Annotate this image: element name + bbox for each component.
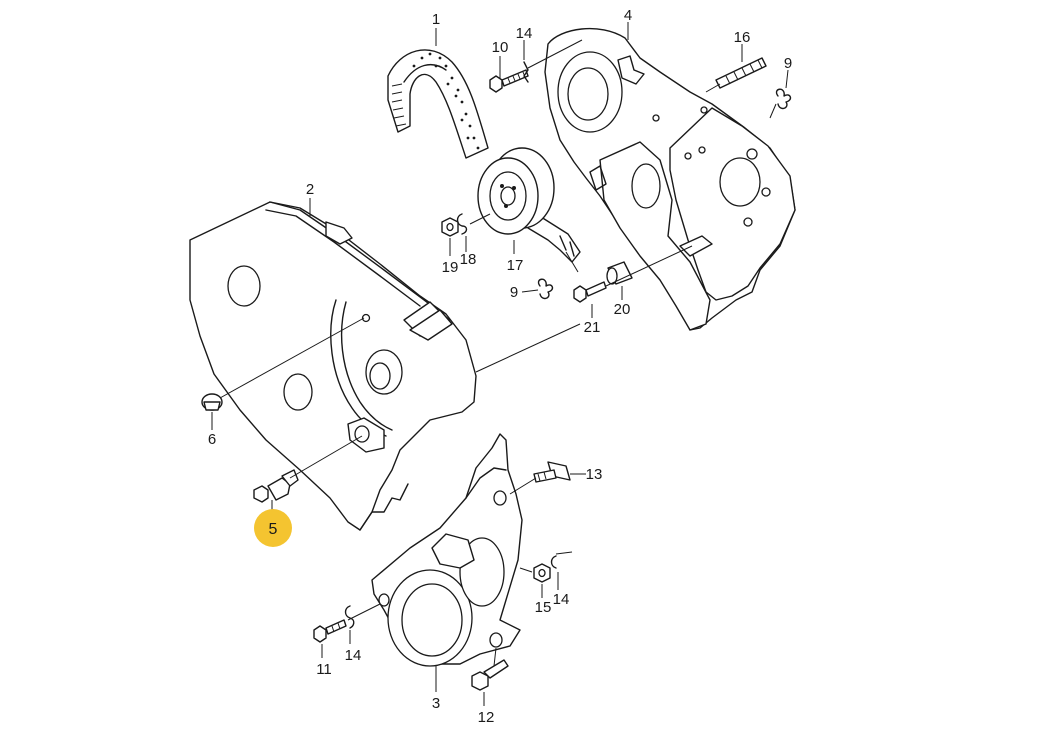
- callout-5-highlight: 5: [254, 509, 292, 547]
- callout-17: 17: [507, 257, 524, 274]
- callout-13: 13: [586, 466, 603, 483]
- callout-16: 16: [734, 29, 751, 46]
- grommet-part-5: [253, 469, 299, 503]
- callout-12: 12: [478, 709, 495, 726]
- callout-1: 1: [432, 11, 440, 28]
- tensioner-pulley-part: [477, 147, 581, 263]
- callout-9-top: 9: [784, 55, 792, 72]
- rear-belt-guard-part: [544, 27, 796, 331]
- callout-11: 11: [316, 661, 332, 678]
- callout-3: 3: [432, 695, 440, 712]
- bolt-part-12: [471, 659, 509, 691]
- bolt-part-13: [533, 461, 571, 483]
- timing-belt-part: [387, 49, 489, 159]
- bolt-part-10: [489, 69, 529, 93]
- clip-part-9-lower: [537, 278, 554, 300]
- spring-washer-part-14-left: [344, 605, 355, 629]
- callout-18: 18: [460, 251, 477, 268]
- callout-5: 5: [269, 521, 278, 538]
- callout-2: 2: [306, 181, 314, 198]
- lower-cover-part: [371, 433, 523, 667]
- callout-15: 15: [535, 599, 552, 616]
- clip-part-9-top: [775, 88, 792, 110]
- callout-14-top: 14: [516, 25, 533, 42]
- callout-21: 21: [584, 319, 601, 336]
- callout-6: 6: [208, 431, 216, 448]
- callout-14-right: 14: [553, 591, 570, 608]
- plug-part-6: [201, 393, 223, 411]
- stud-part-16: [715, 57, 767, 89]
- callout-9-lower: 9: [510, 284, 518, 301]
- callout-10: 10: [492, 39, 509, 56]
- callout-4: 4: [624, 7, 632, 24]
- upper-front-cover-part: [189, 201, 477, 531]
- guard-stud: [679, 235, 713, 257]
- callout-19: 19: [442, 259, 459, 276]
- nut-part-15: [533, 563, 551, 583]
- sleeve-part-20: [606, 261, 633, 285]
- nut-part-19: [441, 217, 459, 237]
- callout-20: 20: [614, 301, 631, 318]
- spring-washer-part-14-top: [523, 61, 529, 83]
- bolt-part-11: [313, 619, 347, 643]
- bolt-part-21: [573, 281, 607, 303]
- callout-14-left: 14: [345, 647, 362, 664]
- spring-washer-part-14-right: [550, 555, 557, 569]
- leader-lines: [211, 22, 789, 706]
- callout-labels: 1 2 3 4 5 6 9 9 10 11 12 13 14 14 14 15 …: [208, 7, 792, 726]
- washer-part-18: [456, 213, 468, 235]
